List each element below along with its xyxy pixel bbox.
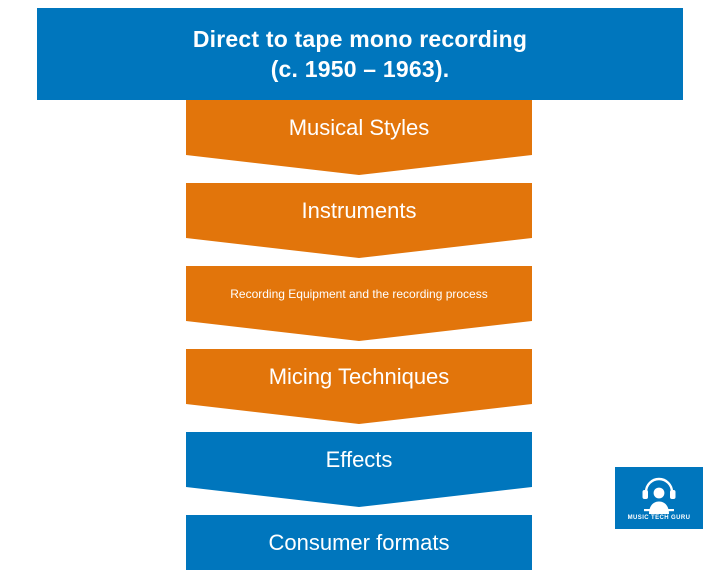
chevron-step-label: Effects (325, 446, 393, 472)
chevron-step-label: Recording Equipment and the recording pr… (230, 286, 488, 301)
chevron-step-label: Musical Styles (288, 114, 430, 140)
logo-caption: MUSIC TECH GURU (627, 514, 691, 521)
chevron-step-label: Instruments (301, 197, 417, 223)
chevron-connector-3 (186, 321, 532, 341)
dj-headphones-icon (636, 476, 682, 514)
chevron-step-label: Consumer formats (268, 529, 450, 555)
page-title-line-1: Direct to tape mono recording (192, 26, 528, 52)
chevron-step-2[interactable]: Instruments (186, 183, 532, 258)
logo-badge: MUSIC TECH GURU (613, 465, 705, 531)
title-banner: Direct to tape mono recording (c. 1950 –… (37, 8, 683, 100)
chevron-connector-2 (186, 238, 532, 258)
chevron-step-5[interactable]: Effects (186, 432, 532, 507)
chevron-step-label: Micing Techniques (268, 363, 450, 389)
chevron-step-1[interactable]: Musical Styles (186, 100, 532, 175)
chevron-connector-4 (186, 404, 532, 424)
page-title-line-2: (c. 1950 – 1963). (270, 56, 450, 82)
chevron-connector-1 (186, 155, 532, 175)
chevron-connector-5 (186, 487, 532, 507)
chevron-step-4[interactable]: Micing Techniques (186, 349, 532, 424)
chevron-step-3[interactable]: Recording Equipment and the recording pr… (186, 266, 532, 341)
chevron-step-6[interactable]: Consumer formats (186, 515, 532, 570)
